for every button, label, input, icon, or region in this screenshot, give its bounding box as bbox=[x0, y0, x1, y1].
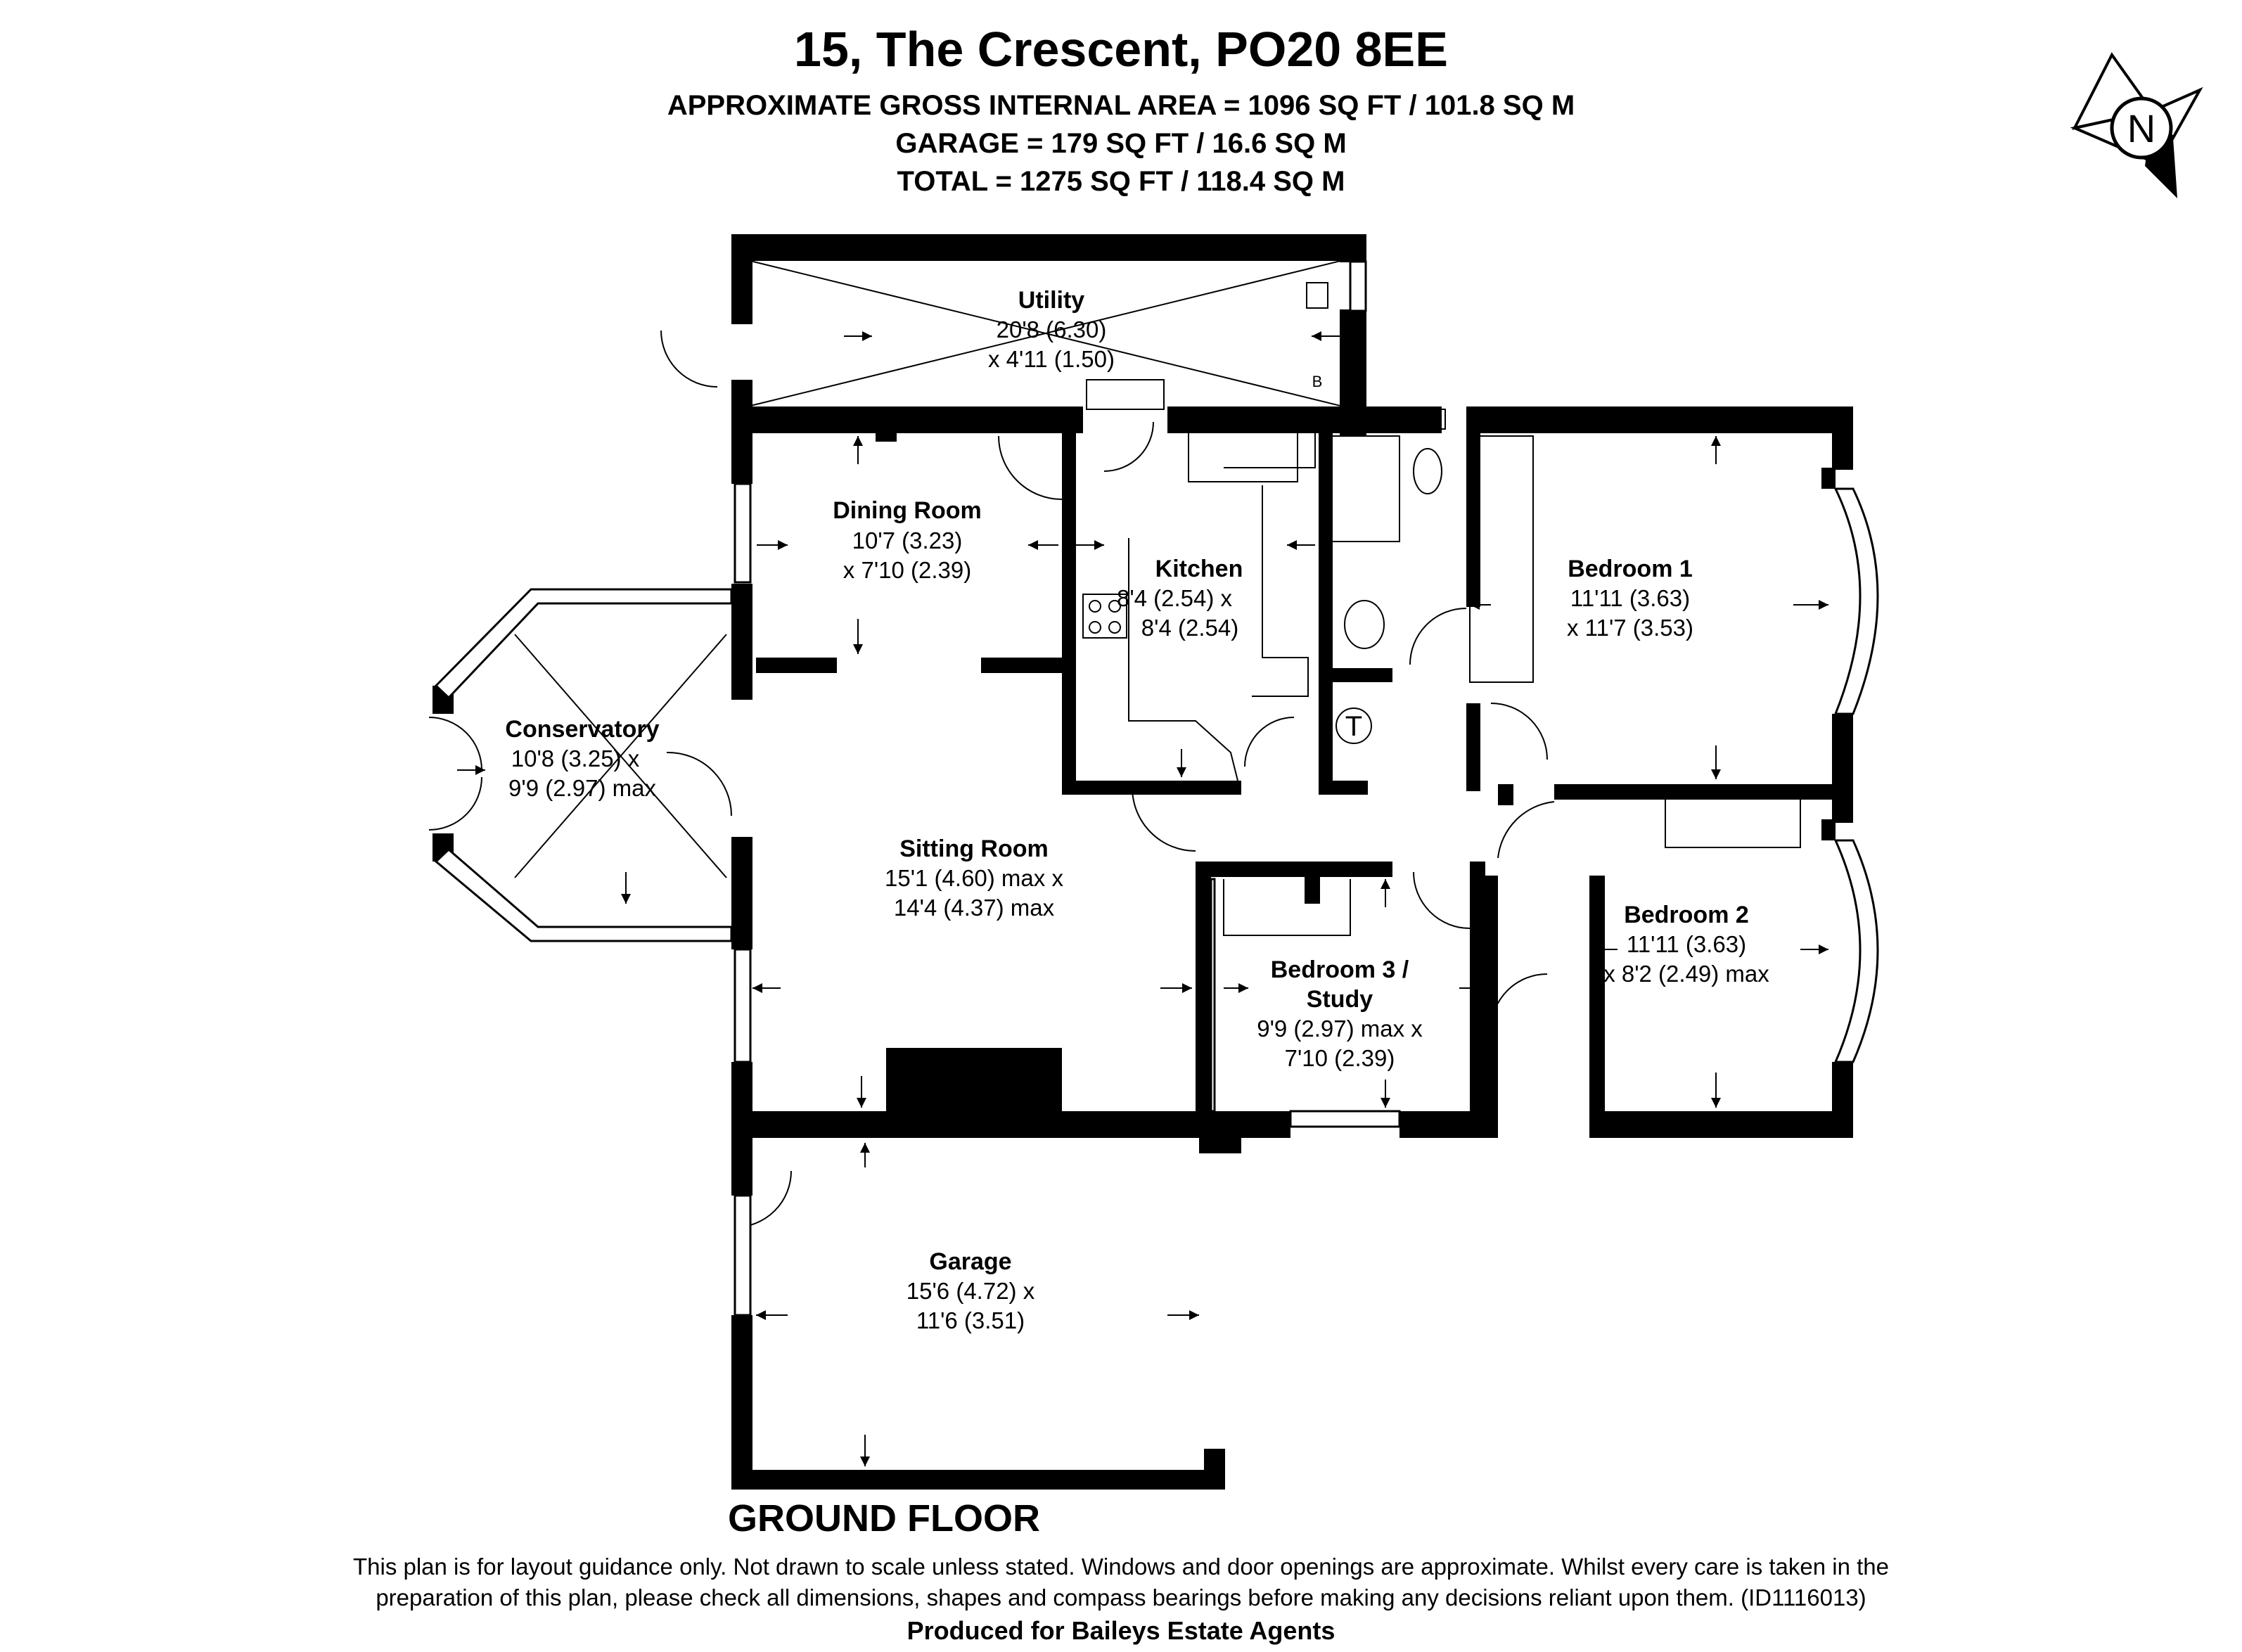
room-dining: Dining Room 10'7 (3.23) x 7'10 (2.39) bbox=[833, 497, 982, 583]
utility-dims-1: 20'8 (6.30) bbox=[997, 316, 1107, 342]
dining-dims-1: 10'7 (3.23) bbox=[852, 527, 963, 553]
bedroom3-name-1: Bedroom 3 / bbox=[1271, 956, 1409, 983]
disclaimer-line-2: preparation of this plan, please check a… bbox=[376, 1584, 1866, 1611]
windows bbox=[434, 260, 1879, 1317]
kitchen-dims-1: 8'4 (2.54) x bbox=[1117, 585, 1233, 611]
room-utility: Utility 20'8 (6.30) x 4'11 (1.50) bbox=[988, 287, 1115, 372]
room-kitchen: Kitchen 8'4 (2.54) x 8'4 (2.54) bbox=[1117, 556, 1243, 641]
room-detail-lines bbox=[514, 260, 1801, 936]
utility-dims-2: x 4'11 (1.50) bbox=[988, 346, 1115, 372]
disclaimer: This plan is for layout guidance only. N… bbox=[0, 1551, 2242, 1613]
conservatory-dims-2: 9'9 (2.97) max bbox=[508, 775, 656, 801]
bedroom3-name-2: Study bbox=[1307, 986, 1373, 1013]
conservatory-name: Conservatory bbox=[505, 716, 659, 743]
room-garage: Garage 15'6 (4.72) x 11'6 (3.51) bbox=[907, 1248, 1035, 1333]
compass-north-label: N bbox=[2127, 106, 2155, 151]
gross-area-line: APPROXIMATE GROSS INTERNAL AREA = 1096 S… bbox=[667, 90, 1575, 121]
disclaimer-line-1: This plan is for layout guidance only. N… bbox=[352, 1554, 1890, 1580]
room-bedroom-2: Bedroom 2 11'11 (3.63) x 8'2 (2.49) max bbox=[1603, 902, 1769, 987]
credit-line: Produced for Baileys Estate Agents bbox=[907, 1616, 1335, 1645]
room-conservatory: Conservatory 10'8 (3.25) x 9'9 (2.97) ma… bbox=[505, 716, 659, 801]
conservatory-dims-1: 10'8 (3.25) x bbox=[511, 745, 640, 771]
kitchen-name: Kitchen bbox=[1155, 556, 1243, 582]
bedroom2-dims-1: 11'11 (3.63) bbox=[1627, 931, 1746, 957]
dining-dims-2: x 7'10 (2.39) bbox=[843, 557, 971, 583]
room-bedroom-1: Bedroom 1 11'11 (3.63) x 11'7 (3.53) bbox=[1567, 556, 1693, 641]
kitchen-dims-2: 8'4 (2.54) bbox=[1141, 615, 1238, 641]
bedroom1-dims-1: 11'11 (3.63) bbox=[1570, 585, 1690, 611]
bedroom3-dims-2: 7'10 (2.39) bbox=[1285, 1045, 1395, 1071]
bedroom2-dims-2: x 8'2 (2.49) max bbox=[1603, 961, 1769, 987]
total-area-line: TOTAL = 1275 SQ FT / 118.4 SQ M bbox=[897, 166, 1345, 197]
sitting-dims-1: 15'1 (4.60) max x bbox=[885, 865, 1063, 891]
boiler-label: B bbox=[1312, 373, 1323, 390]
tank-label: T bbox=[1345, 711, 1362, 742]
bedroom1-dims-2: x 11'7 (3.53) bbox=[1567, 615, 1693, 641]
garage-area-line: GARAGE = 179 SQ FT / 16.6 SQ M bbox=[895, 128, 1347, 159]
dining-name: Dining Room bbox=[833, 497, 982, 524]
walls bbox=[433, 234, 1853, 1490]
utility-name: Utility bbox=[1018, 287, 1085, 314]
sitting-name: Sitting Room bbox=[899, 835, 1049, 862]
plan-title: 15, The Crescent, PO20 8EE bbox=[794, 22, 1448, 77]
garage-name: Garage bbox=[929, 1248, 1011, 1275]
bedroom1-name: Bedroom 1 bbox=[1568, 556, 1693, 582]
floor-label: GROUND FLOOR bbox=[728, 1497, 1040, 1539]
garage-dims-2: 11'6 (3.51) bbox=[916, 1307, 1025, 1333]
north-compass-icon: N bbox=[2070, 52, 2203, 198]
room-bedroom-3: Bedroom 3 / Study 9'9 (2.97) max x 7'10 … bbox=[1257, 956, 1423, 1071]
dimension-arrows bbox=[457, 331, 1828, 1466]
sitting-dims-2: 14'4 (4.37) max bbox=[894, 895, 1055, 921]
garage-dims-1: 15'6 (4.72) x bbox=[907, 1278, 1035, 1304]
bedroom3-dims-1: 9'9 (2.97) max x bbox=[1257, 1016, 1423, 1042]
bedroom2-name: Bedroom 2 bbox=[1624, 902, 1749, 928]
room-sitting: Sitting Room 15'1 (4.60) max x 14'4 (4.3… bbox=[885, 835, 1063, 921]
